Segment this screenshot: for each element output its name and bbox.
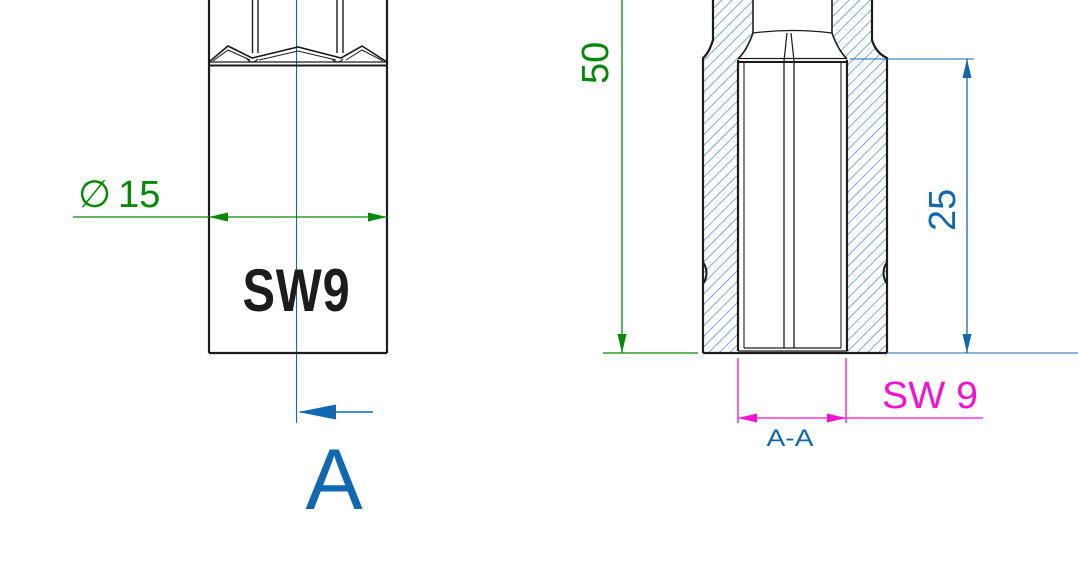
arrowhead-down	[617, 334, 627, 353]
hex-chamfer-line	[345, 49, 384, 62]
outer-left-edge	[701, 0, 715, 353]
detent-notch-left	[702, 261, 708, 285]
diameter-symbol: ∅	[78, 174, 111, 216]
hatch-region-right-wall	[832, 0, 887, 353]
hex-chamfer-line	[258, 50, 337, 61]
arrowhead-left	[209, 212, 228, 222]
diameter-value: 15	[118, 174, 160, 216]
funnel-right	[831, 32, 848, 60]
section-arrowhead	[298, 404, 336, 420]
part-marking-sw9: SW9	[243, 257, 351, 324]
outer-right-edge	[870, 0, 889, 353]
dim-diameter-15: ∅15	[73, 174, 387, 222]
front-view: SW9	[207, 0, 389, 423]
hex-chamfer-line	[212, 49, 251, 62]
section-label-a: A	[305, 432, 363, 528]
funnel-lip-arc	[752, 29, 833, 34]
section-cut-arrow: A	[298, 404, 373, 528]
funnel-cone-line	[790, 32, 795, 62]
hex-chamfer-crown	[208, 45, 388, 63]
dim-sw9: SW 9	[737, 358, 983, 423]
arrowhead-right	[368, 212, 387, 222]
funnel-left	[737, 32, 754, 60]
dim-length-50: 50	[575, 0, 698, 354]
section-title-a-a: A-A	[767, 425, 814, 452]
sw9-dimension-text: SW 9	[882, 375, 978, 417]
dim-depth-25: 25	[850, 58, 1078, 354]
hatch-region-left-wall	[703, 0, 753, 353]
funnel-cone-line	[783, 32, 788, 62]
arrowhead-right	[827, 413, 846, 423]
arrowhead-left	[738, 413, 757, 423]
depth-dimension-text: 25	[922, 189, 964, 231]
arrowhead-down	[962, 334, 972, 353]
diameter-dimension-text: ∅15	[78, 174, 160, 216]
arrowhead-up	[962, 59, 972, 78]
length-dimension-text: 50	[575, 42, 617, 84]
detent-notch-right	[882, 261, 888, 285]
section-view	[701, 0, 889, 355]
